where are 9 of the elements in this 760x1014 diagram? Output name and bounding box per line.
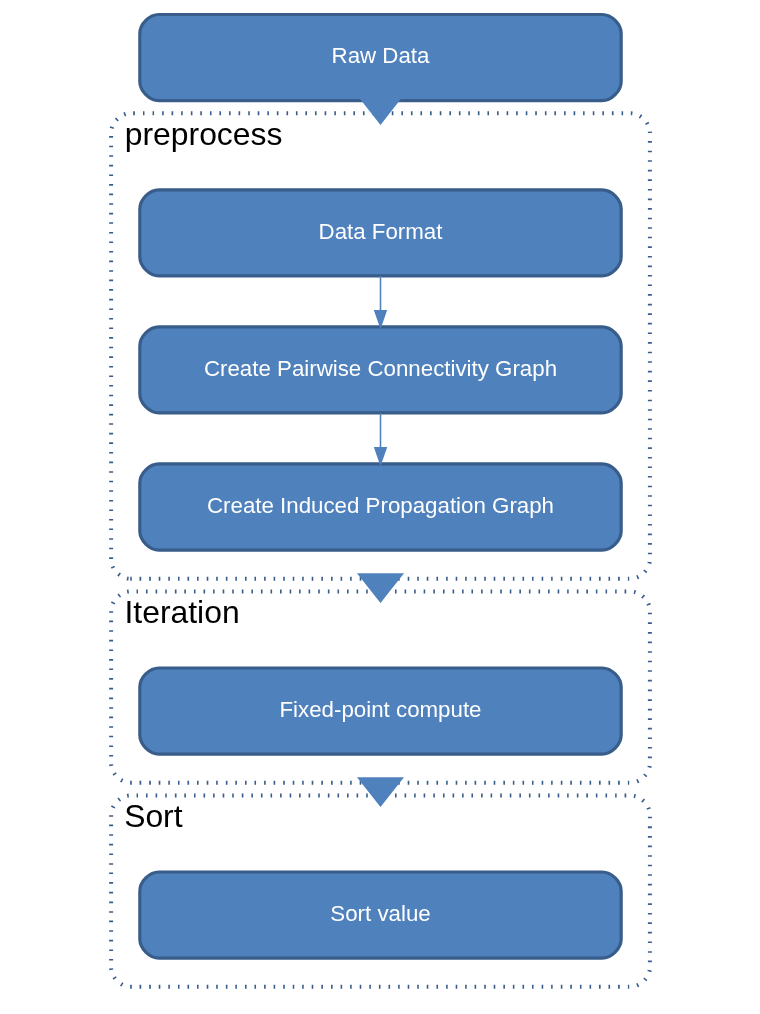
node-box: Create Pairwise Connectivity Graph — [137, 325, 623, 415]
arrow — [356, 573, 404, 604]
arrow — [373, 412, 387, 467]
node-box: Sort value — [137, 870, 623, 960]
arrow — [356, 777, 404, 808]
node-box: Data Format — [137, 188, 623, 278]
arrow — [373, 275, 387, 330]
node-box: Fixed-point compute — [137, 666, 623, 756]
node-box: Create Induced Propagation Graph — [137, 462, 623, 552]
